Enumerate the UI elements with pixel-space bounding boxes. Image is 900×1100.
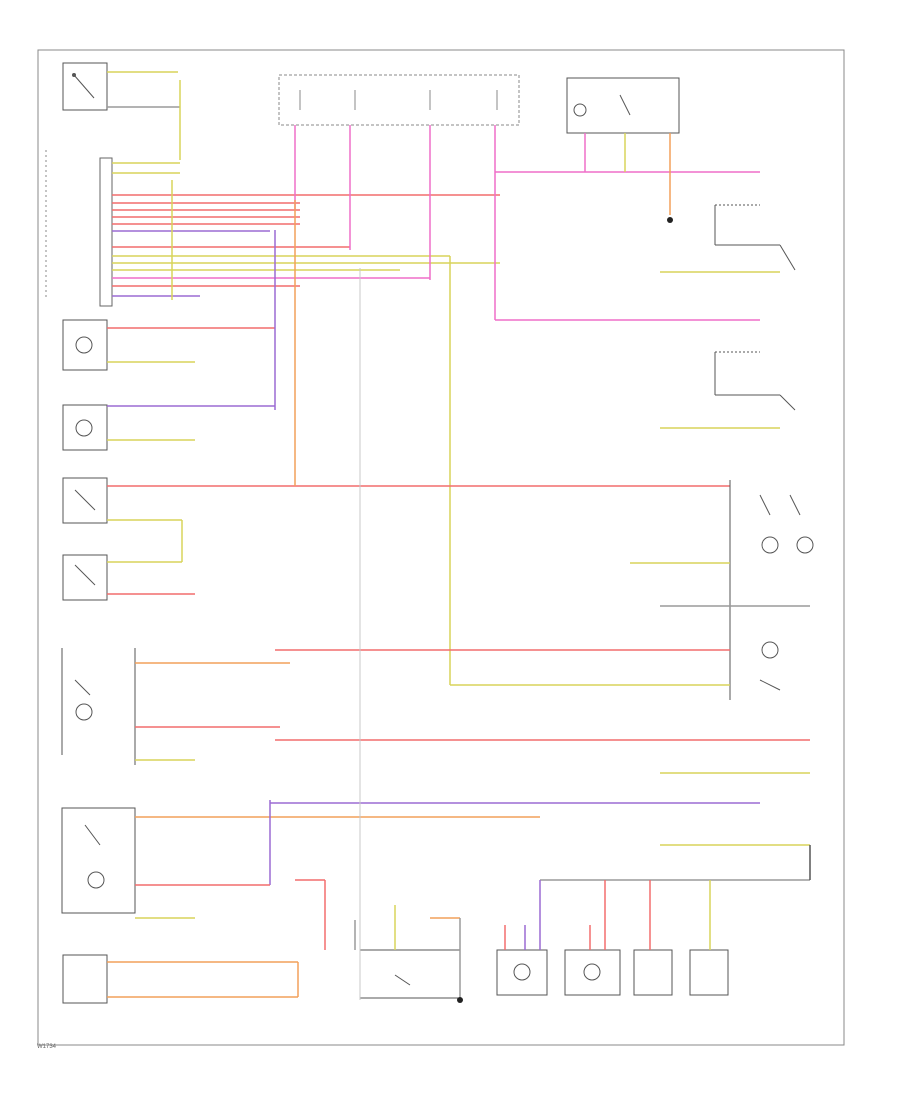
wire-group-top-left: [107, 71, 181, 160]
wires-bottom-left: [107, 961, 299, 998]
bottom-components: [359, 949, 729, 999]
relay-component: [566, 77, 680, 134]
dome-light-component: [62, 319, 108, 601]
door-switch-left-lower: [61, 648, 136, 914]
ground-symbol: [667, 217, 673, 223]
headlight-switch-component: [62, 62, 108, 111]
fuse-feed-wires: [294, 125, 496, 320]
fuse-block: [278, 74, 520, 126]
relay-wires: [449, 133, 760, 685]
diagram-frame: [37, 49, 845, 1046]
bottom-left-box: [62, 954, 108, 1004]
connector-block: [99, 157, 113, 307]
wires-right-lower: [275, 562, 810, 741]
wires-left-middle: [107, 200, 730, 595]
switch-right-middle: [714, 351, 796, 411]
wires-bottom: [295, 879, 810, 998]
door-switch-right: [714, 204, 796, 271]
harness-wires: [112, 162, 500, 300]
wires-right-bottom: [660, 772, 811, 880]
ground-symbol-bottom: [457, 997, 463, 1003]
instrument-cluster-block: [729, 480, 814, 700]
wires-left-lower: [135, 662, 760, 919]
footer-code: W1734: [37, 1044, 57, 1050]
